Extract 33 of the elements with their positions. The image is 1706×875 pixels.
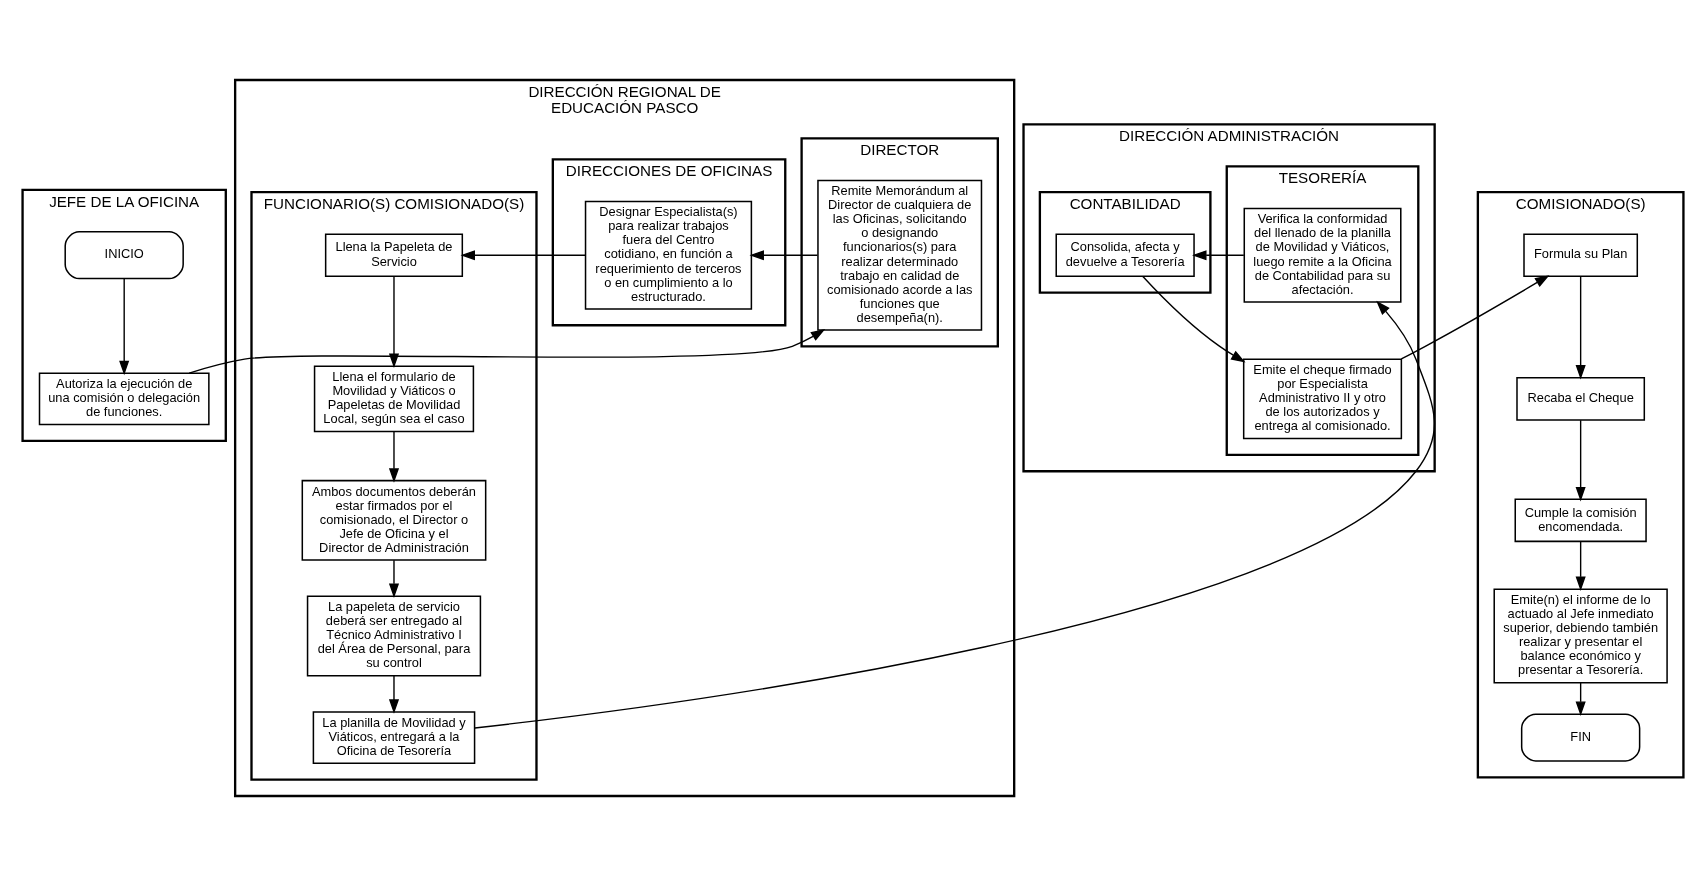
arrow [1192,249,1245,260]
node-box: Llena el formulario de Movilidad y Viáticos o Papeletas de Movilidad Local, según sea el caso [313,364,475,432]
node-box: Emite(n) el informe de lo actuado al Jefe inmediato superior, debiendo también realizar y presentar el balance económico y presentar a Tesorería. [1493,588,1668,683]
node-box: FIN [1520,712,1641,762]
arrow [119,277,130,375]
node-box: Emite el cheque firmado por Especialista Administrativo II y otro de los autorizados y entrega al comisionado. [1242,357,1403,439]
node-box: La papeleta de servicio deberá ser entregado al Técnico Administrativo I del Área de Personal, para su control [306,595,482,676]
node-box: Designar Especialista(s) para realizar trabajos fuera del Centro cotidiano, en función a requerimiento de terceros o en cumplimiento a lo estructurado. [584,200,753,310]
arrow [1400,274,1550,360]
arrow [1575,681,1586,716]
node-box: Consolida, afecta y devuelve a Tesorería [1055,232,1195,277]
arrow [388,275,400,368]
arrow [474,300,1436,729]
node-box: INICIO [64,230,184,279]
node-box: Formula su Plan [1523,232,1639,277]
arrow [749,249,819,260]
node-box: Recaba el Cheque [1516,376,1646,421]
node-box: Verifica la conformidad del llenado de la planilla de Movilidad y Viáticos, luego remite a la Oficina de Contabilidad para su afectación. [1243,207,1402,303]
node-box: Ambos documentos deberán estar firmados por el comisionado, el Director o Jefe de Oficina y el Director de Administración [301,479,487,561]
arrow [460,249,586,260]
node-box: Autoriza la ejecución de una comisión o delegación de funciones. [38,371,210,425]
node-box: Remite Memorándum al Director de cualquiera de las Oficinas, solicitando o designando funcionarios(s) para realizar determinado trabajo en calidad de comisionado acorde a las funciones que desempeña(n). [817,179,983,331]
arrow [1575,540,1586,591]
node-box: Llena la Papeleta de Servicio [324,232,464,277]
arrow [188,328,826,374]
node-box: Cumple la comisión encomendada. [1514,498,1647,542]
arrow [388,558,400,598]
arrow [1575,275,1586,380]
arrow [1142,275,1246,362]
node-box: La planilla de Movilidad y Viáticos, entregará a la Oficina de Tesorería [312,710,476,764]
arrow [1575,419,1586,501]
arrow [388,430,400,483]
arrow [388,674,400,714]
